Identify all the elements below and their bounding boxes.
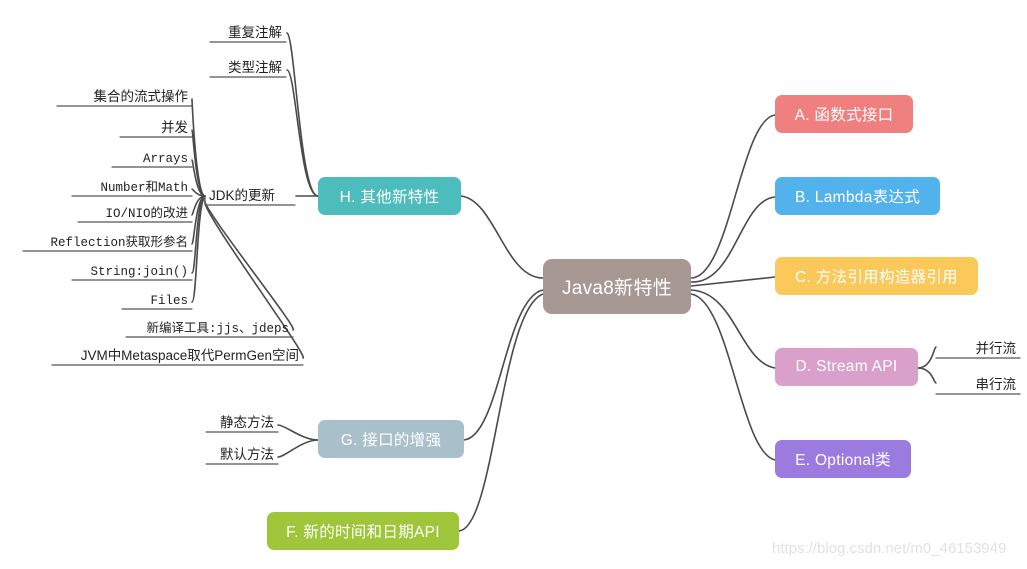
connector-12 — [191, 98, 206, 197]
leaf-label: 并行流 — [975, 341, 1017, 356]
interface-child-1[interactable]: 静态方法 — [206, 410, 278, 432]
connector-1 — [690, 114, 776, 279]
jdk-child-6[interactable]: Reflection获取形参名 — [23, 229, 192, 251]
branch-node-b[interactable]: B. Lambda表达式 — [775, 177, 940, 215]
connector-22 — [277, 424, 319, 441]
branch-label: E. Optional类 — [795, 452, 891, 469]
branch-node-h[interactable]: H. 其他新特性 — [318, 177, 461, 215]
jdk-child-2[interactable]: 并发 — [120, 115, 192, 137]
connector-18 — [191, 195, 206, 274]
leaf-label: 重复注解 — [228, 25, 282, 40]
jdk-child-1[interactable]: 集合的流式操作 — [57, 84, 192, 106]
leaf-label: Files — [150, 294, 188, 308]
connector-17 — [191, 195, 206, 245]
connector-3 — [690, 276, 776, 287]
central-node-label: Java8新特性 — [561, 278, 673, 299]
stream-child-1[interactable]: 并行流 — [936, 336, 1020, 358]
branch-label: C. 方法引用构造器引用 — [795, 269, 958, 286]
branch-label: G. 接口的增强 — [340, 432, 442, 449]
other-feature-child-3[interactable]: JDK的更新 — [205, 183, 295, 205]
leaf-label: 并发 — [161, 120, 188, 135]
branch-label: H. 其他新特性 — [339, 189, 440, 206]
leaf-label: JDK的更新 — [209, 188, 276, 203]
connector-14 — [191, 159, 206, 197]
jdk-child-9[interactable]: 新编译工具:jjs、jdeps — [126, 315, 293, 337]
leaf-label: 默认方法 — [220, 447, 274, 462]
branch-label: F. 新的时间和日期API — [286, 524, 440, 541]
branch-node-c[interactable]: C. 方法引用构造器引用 — [775, 257, 978, 295]
watermark: https://blog.csdn.net/m0_46153949 — [772, 540, 1006, 557]
branch-node-a[interactable]: A. 函数式接口 — [775, 95, 913, 133]
branch-label: A. 函数式接口 — [794, 107, 894, 124]
connector-5 — [690, 293, 776, 461]
branch-node-e[interactable]: E. Optional类 — [775, 440, 911, 478]
leaf-label: Reflection获取形参名 — [50, 236, 188, 250]
branch-node-f[interactable]: F. 新的时间和日期API — [267, 512, 459, 550]
leaf-label: 新编译工具:jjs、jdeps — [146, 322, 289, 336]
connector-8 — [458, 293, 544, 532]
connector-4 — [690, 289, 776, 369]
jdk-child-10[interactable]: JVM中Metaspace取代PermGen空间 — [52, 343, 303, 365]
jdk-child-8[interactable]: Files — [122, 287, 192, 309]
interface-child-2[interactable]: 默认方法 — [206, 442, 278, 464]
connector-15 — [191, 188, 206, 197]
branch-node-g[interactable]: G. 接口的增强 — [318, 420, 464, 458]
connector-23 — [277, 439, 319, 458]
other-feature-child-2[interactable]: 类型注解 — [210, 55, 286, 77]
leaf-label: 串行流 — [975, 377, 1017, 392]
connector-6 — [460, 195, 544, 279]
other-feature-child-1[interactable]: 重复注解 — [210, 20, 286, 42]
connector-25 — [917, 367, 937, 384]
branch-node-d[interactable]: D. Stream API — [775, 348, 918, 386]
jdk-child-7[interactable]: String:join() — [72, 258, 192, 280]
leaf-label: IO/NIO的改进 — [105, 207, 188, 221]
connector-13 — [191, 129, 206, 197]
jdk-child-3[interactable]: Arrays — [112, 145, 192, 167]
leaf-label: Arrays — [142, 152, 188, 166]
connector-9 — [286, 32, 319, 197]
leaf-label: String:join() — [90, 265, 188, 279]
central-node[interactable]: Java8新特性 — [543, 259, 691, 314]
leaf-label: JVM中Metaspace取代PermGen空间 — [80, 348, 299, 363]
leaf-label: 集合的流式操作 — [93, 89, 189, 104]
jdk-child-5[interactable]: IO/NIO的改进 — [78, 200, 192, 222]
leaf-label: 静态方法 — [220, 415, 274, 430]
jdk-child-4[interactable]: Number和Math — [72, 174, 192, 196]
connector-10 — [286, 69, 319, 197]
branch-label: D. Stream API — [795, 358, 898, 375]
connector-20 — [204, 199, 294, 331]
leaf-label: Number和Math — [100, 181, 188, 195]
branch-label: B. Lambda表达式 — [794, 189, 921, 206]
leaf-label: 类型注解 — [228, 60, 282, 75]
stream-child-2[interactable]: 串行流 — [936, 372, 1020, 394]
connector-24 — [917, 346, 937, 369]
connector-2 — [690, 196, 776, 283]
connector-19 — [191, 197, 206, 303]
connector-7 — [463, 289, 544, 441]
connector-16 — [191, 195, 206, 216]
watermark-text: https://blog.csdn.net/m0_46153949 — [772, 540, 1007, 557]
